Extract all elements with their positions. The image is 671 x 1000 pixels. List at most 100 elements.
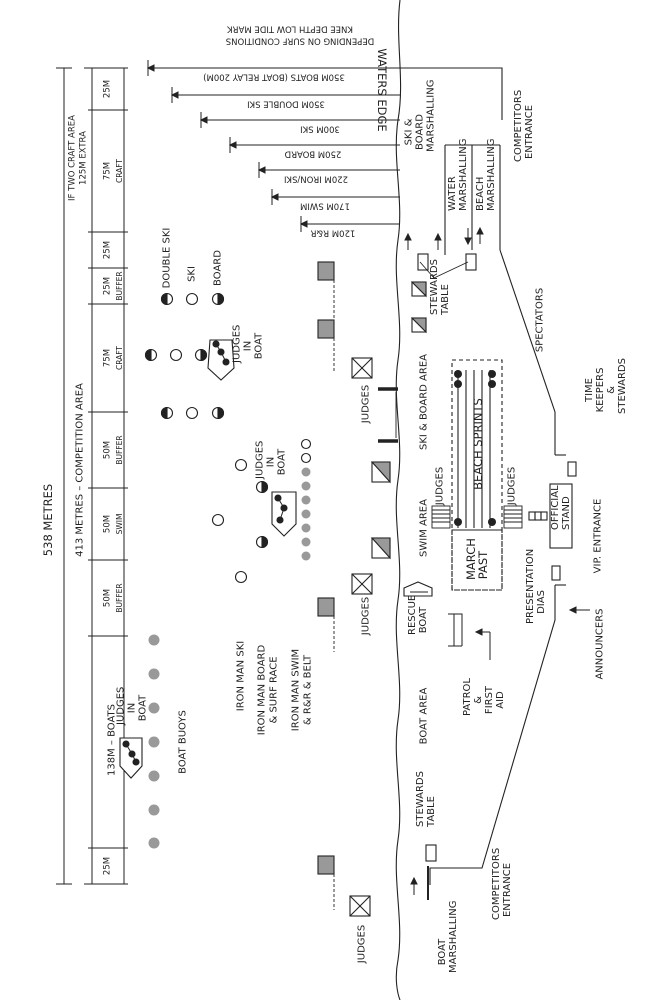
march-past-box bbox=[451, 529, 503, 591]
swim-area-label: SWIM AREA bbox=[418, 499, 430, 557]
segment-size-label: 50M bbox=[102, 588, 113, 608]
race-distance-250m-board: 250M BOARD bbox=[284, 148, 342, 159]
race-distance-arrows bbox=[146, 60, 400, 232]
race-distance-120m-rr: 120M R&R bbox=[310, 227, 356, 238]
judges-boat-icon bbox=[119, 737, 143, 779]
judges-stairs-icon bbox=[503, 505, 523, 529]
segment-size-label: 75M bbox=[102, 348, 113, 368]
official-stand-label: OFFICIAL STAND bbox=[550, 485, 572, 530]
boat-area-label: BOAT AREA bbox=[418, 687, 430, 745]
segment-size-label: 50M bbox=[102, 514, 113, 534]
spectator-boundary bbox=[499, 249, 556, 455]
iron-man-buoys bbox=[211, 438, 312, 584]
spectators-label: SPECTATORS bbox=[534, 287, 546, 353]
waters-edge-label: WATERS EDGE bbox=[375, 48, 389, 132]
iron-man-board-label-1: IRON MAN BOARD bbox=[256, 644, 268, 736]
segment-size-label: 50M bbox=[102, 440, 113, 460]
boat-marshalling-label: BOAT MARSHALLING bbox=[437, 900, 459, 973]
segment-name-label: BUFFER bbox=[115, 435, 124, 465]
flag-markers bbox=[317, 261, 427, 875]
race-distance-350m-boats: 350M BOATS (BOAT RELAY 200M) bbox=[203, 71, 345, 82]
board-label: BOARD bbox=[212, 250, 224, 286]
craft-buoys bbox=[144, 292, 225, 420]
ski-board-area-markers bbox=[378, 387, 398, 443]
judges-in-boat-label: JUDGES IN BOAT bbox=[254, 440, 288, 479]
official-stand-box bbox=[549, 483, 573, 549]
stewards-table-label: STEWARDS TABLE bbox=[415, 771, 437, 827]
presentation-box bbox=[528, 511, 536, 521]
rescue-boat-icon bbox=[403, 581, 433, 597]
time-keepers-label: TIME KEEPERS & STEWARDS bbox=[584, 358, 628, 414]
ski-board-marshalling-label: SKI & BOARD MARSHALLING bbox=[403, 79, 437, 152]
boat-buoys-label: BOAT BUOYS bbox=[177, 710, 189, 774]
race-distance-350m-double-ski: 350M DOUBLE SKI bbox=[247, 98, 325, 109]
judges-boat-icon bbox=[271, 491, 297, 537]
stewards-table-icon bbox=[465, 253, 477, 271]
iron-man-swim-label-2: & R&R & BELT bbox=[302, 654, 314, 726]
water-marshalling-label: WATER MARSHALLING bbox=[447, 138, 469, 211]
march-past-label: MARCH PAST bbox=[464, 538, 490, 580]
judges-label: JUDGES bbox=[360, 596, 372, 636]
judges-box-icon bbox=[351, 357, 373, 379]
craft-extra-label-1: IF TWO CRAFT AREA bbox=[67, 115, 78, 201]
segment-name-label: CRAFT bbox=[115, 158, 124, 184]
competition-area-label: 413 METRES – COMPETITION AREA bbox=[74, 383, 86, 557]
time-keeper-box bbox=[567, 461, 577, 477]
beach-sprints-label: BEACH SPRINTS bbox=[471, 398, 485, 490]
presentation-box bbox=[551, 565, 561, 581]
marshalling-arrows bbox=[404, 226, 484, 895]
stewards-table-icon bbox=[417, 253, 429, 271]
beach-marshalling-label: BEACH MARSHALLING bbox=[475, 138, 497, 211]
ski-board-area-label: SKI & BOARD AREA bbox=[418, 353, 430, 451]
race-distance-220m-iron-ski: 220M IRON/SKI bbox=[283, 173, 349, 184]
boat-buoys bbox=[148, 634, 160, 849]
craft-extra-label-2: 125M EXTRA bbox=[78, 131, 89, 185]
knee-depth-label-1: KNEE DEPTH LOW TIDE MARK bbox=[227, 23, 353, 34]
announcer-arrow bbox=[568, 606, 590, 614]
competitors-entrance-label: COMPETITORS ENTRANCE bbox=[491, 847, 513, 920]
board-buoy-icon bbox=[211, 292, 225, 306]
announcers-label: ANNOUNCERS bbox=[594, 608, 606, 680]
judges-label: JUDGES bbox=[360, 384, 372, 424]
ski-label: SKI bbox=[186, 266, 198, 282]
judges-label: JUDGES bbox=[506, 466, 518, 506]
patrol-first-aid-icon bbox=[448, 613, 491, 660]
judges-stairs-icon bbox=[431, 505, 451, 529]
patrol-first-aid-label: PATROL & FIRST AID bbox=[462, 678, 506, 716]
judges-in-boat-label: JUDGES IN BOAT bbox=[115, 686, 149, 725]
segment-size-label: 25M bbox=[102, 79, 113, 99]
iron-man-ski-label: IRON MAN SKI bbox=[235, 640, 247, 712]
segment-size-label: 75M bbox=[102, 161, 113, 181]
segment-name-label: CRAFT bbox=[115, 345, 124, 371]
judges-boat-icon bbox=[207, 339, 235, 381]
stewards-table-icon bbox=[425, 844, 437, 862]
double-ski-buoy-icon bbox=[160, 292, 174, 306]
spectator-boundary bbox=[429, 585, 556, 885]
judges-box-icon bbox=[349, 895, 371, 917]
waters-edge-line bbox=[395, 0, 402, 1000]
stewards-table-label: STEWARDS TABLE bbox=[429, 259, 451, 315]
segment-size-label: 25M bbox=[102, 856, 113, 876]
presentation-dias-label: PRESENTATION DIAS bbox=[525, 548, 547, 624]
knee-depth-label-2: DEPENDING ON SURF CONDITIONS bbox=[225, 35, 375, 46]
marshalling-area bbox=[398, 67, 503, 255]
ski-buoy-icon bbox=[185, 292, 199, 306]
segment-size-label: 25M bbox=[102, 276, 113, 296]
segment-name-label: BUFFER bbox=[115, 271, 124, 301]
iron-man-board-label-2: & SURF RACE bbox=[268, 656, 280, 724]
judges-in-boat-label: JUDGES IN BOAT bbox=[231, 324, 265, 363]
competitors-entrance-label: COMPETITORS ENTRANCE bbox=[513, 89, 535, 162]
judges-box-icon bbox=[351, 573, 373, 595]
vip-entrance-label: VIP. ENTRANCE bbox=[592, 498, 604, 574]
rescue-boat-label: RESCUE BOAT bbox=[407, 594, 429, 635]
segment-size-label: 25M bbox=[102, 240, 113, 260]
double-ski-label: DOUBLE SKI bbox=[161, 227, 173, 289]
dimension-lines bbox=[56, 67, 128, 885]
segment-name-label: SWIM bbox=[115, 513, 124, 535]
segment-name-label: BUFFER bbox=[115, 583, 124, 613]
iron-man-swim-label-1: IRON MAN SWIM bbox=[290, 648, 302, 732]
judges-label: JUDGES bbox=[356, 924, 368, 964]
total-length-label: 538 METRES bbox=[41, 483, 55, 557]
